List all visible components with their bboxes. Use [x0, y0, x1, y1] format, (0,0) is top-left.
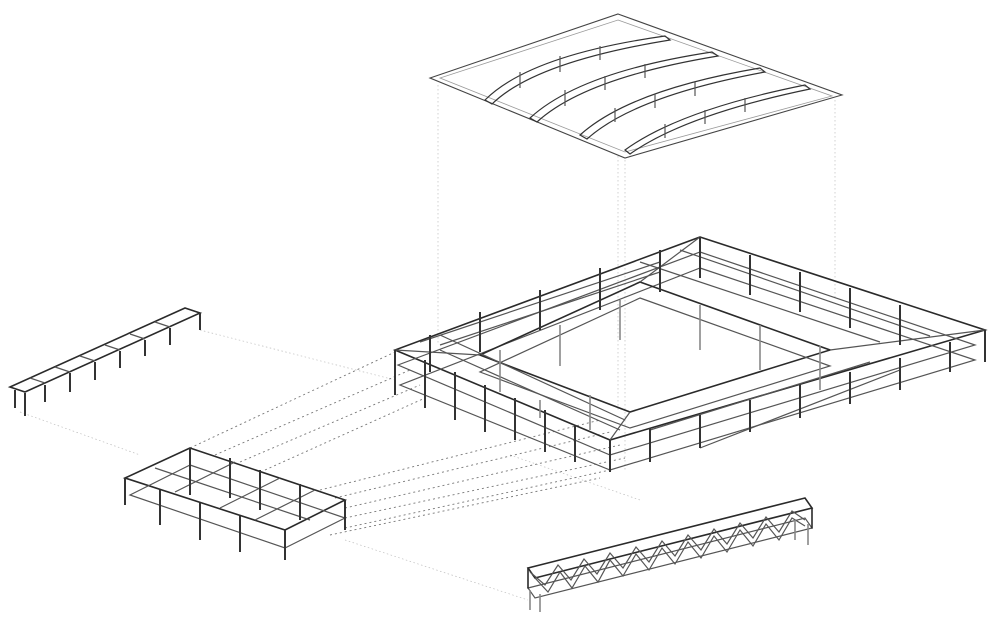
roof-structure	[428, 13, 844, 159]
roof-arches	[484, 35, 812, 155]
courtyard-frame	[392, 236, 988, 472]
truss-bridge	[526, 497, 814, 612]
annex-frame	[122, 447, 348, 560]
connector-lines	[189, 351, 626, 536]
linear-canopy	[7, 307, 203, 416]
